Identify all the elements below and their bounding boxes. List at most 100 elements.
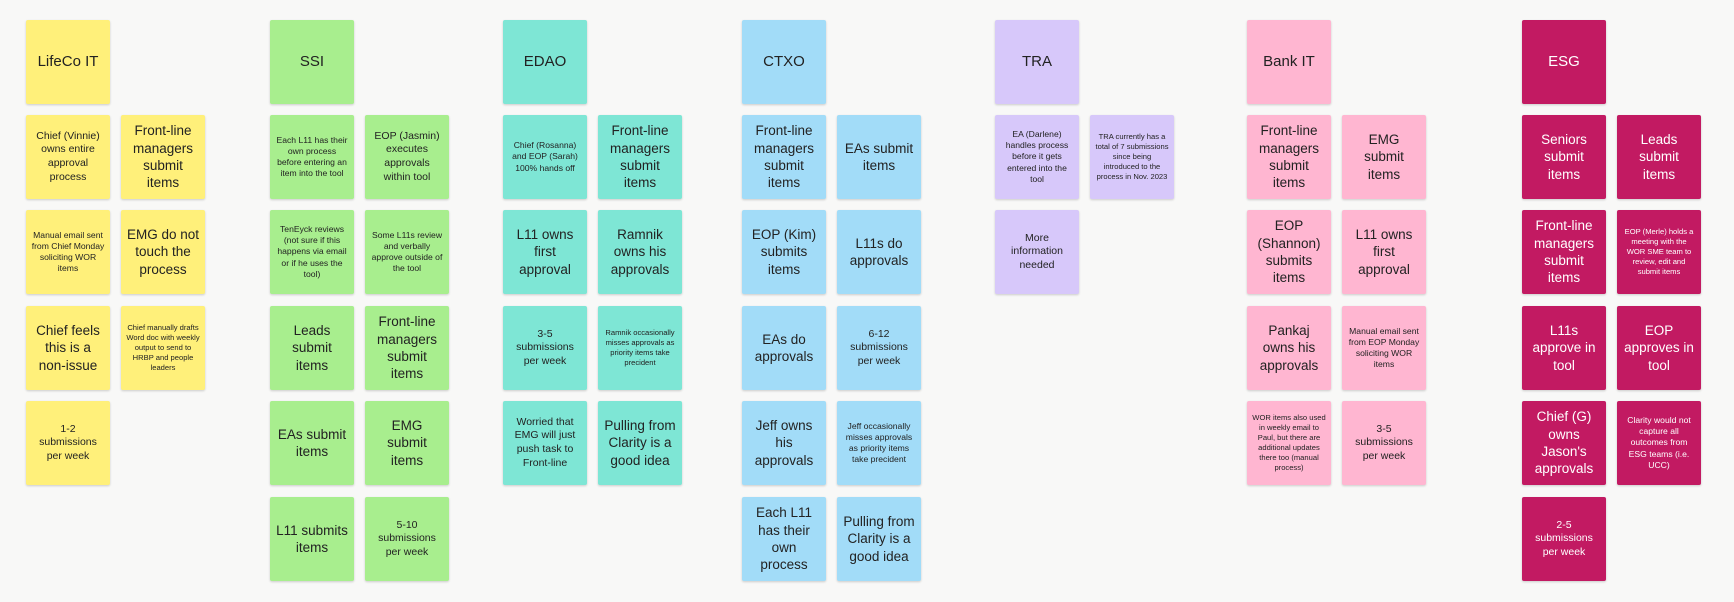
sticky-note-text: Pankaj owns his approvals bbox=[1259, 323, 1319, 373]
sticky-note-edao[interactable]: Ramnik occasionally misses approvals as … bbox=[598, 306, 682, 390]
sticky-note-text: 6-12 submissions per week bbox=[850, 327, 908, 367]
group-header-label: Bank IT bbox=[1263, 53, 1315, 70]
group-header-label: CTXO bbox=[763, 53, 805, 70]
sticky-note-ssi[interactable]: EMG submit items bbox=[365, 401, 449, 485]
sticky-note-ssi[interactable]: Each L11 has their own process before en… bbox=[270, 115, 354, 199]
sticky-note-ssi[interactable]: EOP (Jasmin) executes approvals within t… bbox=[365, 115, 449, 199]
sticky-note-text: Chief (Vinnie) owns entire approval proc… bbox=[36, 129, 100, 183]
sticky-note-text: Manual email sent from EOP Monday solici… bbox=[1348, 325, 1420, 370]
sticky-note-ctxo[interactable]: EOP (Kim) submits items bbox=[742, 210, 826, 294]
sticky-note-bank-it[interactable]: Manual email sent from EOP Monday solici… bbox=[1342, 306, 1426, 390]
sticky-note-ctxo[interactable]: Each L11 has their own process bbox=[742, 497, 826, 581]
sticky-note-ssi[interactable]: TenEyck reviews (not sure if this happen… bbox=[270, 210, 354, 294]
sticky-note-esg[interactable]: Chief (G) owns Jason's approvals bbox=[1522, 401, 1606, 485]
sticky-note-edao[interactable]: Pulling from Clarity is a good idea bbox=[598, 401, 682, 485]
group-header-ssi[interactable]: SSI bbox=[270, 20, 354, 104]
sticky-note-bank-it[interactable]: EOP (Shannon) submits items bbox=[1247, 210, 1331, 294]
sticky-note-ctxo[interactable]: L11s do approvals bbox=[837, 210, 921, 294]
sticky-note-ssi[interactable]: L11 submits items bbox=[270, 497, 354, 581]
sticky-note-ssi[interactable]: 5-10 submissions per week bbox=[365, 497, 449, 581]
sticky-note-text: TRA currently has a total of 7 submissio… bbox=[1095, 131, 1169, 182]
group-header-label: LifeCo IT bbox=[37, 53, 99, 70]
sticky-note-tra[interactable]: More information needed bbox=[995, 210, 1079, 294]
sticky-note-ctxo[interactable]: EAs do approvals bbox=[742, 306, 826, 390]
sticky-note-lifeco-it[interactable]: Manual email sent from Chief Monday soli… bbox=[26, 210, 110, 294]
sticky-note-text: 2-5 submissions per week bbox=[1535, 518, 1593, 558]
sticky-note-esg[interactable]: Front-line managers submit items bbox=[1522, 210, 1606, 294]
sticky-note-bank-it[interactable]: WOR items also used in weekly email to P… bbox=[1247, 401, 1331, 485]
sticky-note-text: L11 submits items bbox=[276, 522, 348, 555]
sticky-note-text: EOP (Shannon) submits items bbox=[1257, 218, 1321, 286]
sticky-note-text: Front-line managers submit items bbox=[1533, 218, 1595, 286]
sticky-note-text: Chief (Rosanna) and EOP (Sarah) 100% han… bbox=[512, 140, 578, 173]
sticky-note-ssi[interactable]: EAs submit items bbox=[270, 401, 354, 485]
sticky-note-text: Front-line managers submit items bbox=[753, 123, 815, 191]
sticky-note-esg[interactable]: Seniors submit items bbox=[1522, 115, 1606, 199]
sticky-note-text: Clarity would not capture all outcomes f… bbox=[1627, 415, 1691, 470]
sticky-note-text: Front-line managers submit items bbox=[376, 314, 438, 382]
sticky-note-edao[interactable]: Chief (Rosanna) and EOP (Sarah) 100% han… bbox=[503, 115, 587, 199]
sticky-note-lifeco-it[interactable]: Chief manually drafts Word doc with week… bbox=[121, 306, 205, 390]
sticky-note-lifeco-it[interactable]: Chief feels this is a non-issue bbox=[26, 306, 110, 390]
sticky-note-ssi[interactable]: Leads submit items bbox=[270, 306, 354, 390]
sticky-note-ctxo[interactable]: Jeff owns his approvals bbox=[742, 401, 826, 485]
group-header-edao[interactable]: EDAO bbox=[503, 20, 587, 104]
sticky-note-edao[interactable]: Ramnik owns his approvals bbox=[598, 210, 682, 294]
sticky-note-esg[interactable]: 2-5 submissions per week bbox=[1522, 497, 1606, 581]
sticky-note-text: EOP (Merle) holds a meeting with the WOR… bbox=[1624, 226, 1694, 277]
sticky-note-text: L11 owns first approval bbox=[516, 227, 574, 277]
sticky-note-ssi[interactable]: Front-line managers submit items bbox=[365, 306, 449, 390]
group-header-lifeco-it[interactable]: LifeCo IT bbox=[26, 20, 110, 104]
sticky-note-text: Pulling from Clarity is a good idea bbox=[843, 514, 915, 564]
sticky-note-text: Jeff owns his approvals bbox=[754, 418, 814, 468]
sticky-note-text: Leads submit items bbox=[292, 323, 332, 373]
sticky-note-esg[interactable]: L11s approve in tool bbox=[1522, 306, 1606, 390]
sticky-note-bank-it[interactable]: Pankaj owns his approvals bbox=[1247, 306, 1331, 390]
sticky-note-text: L11s approve in tool bbox=[1532, 323, 1596, 373]
sticky-note-lifeco-it[interactable]: Chief (Vinnie) owns entire approval proc… bbox=[26, 115, 110, 199]
sticky-note-ssi[interactable]: Some L11s review and verbally approve ou… bbox=[365, 210, 449, 294]
sticky-note-text: 1-2 submissions per week bbox=[39, 422, 97, 462]
group-header-label: SSI bbox=[299, 53, 325, 70]
sticky-note-text: L11s do approvals bbox=[849, 235, 909, 268]
sticky-note-ctxo[interactable]: Jeff occasionally misses approvals as pr… bbox=[837, 401, 921, 485]
sticky-note-text: EMG submit items bbox=[1364, 132, 1404, 182]
sticky-note-lifeco-it[interactable]: EMG do not touch the process bbox=[121, 210, 205, 294]
sticky-note-edao[interactable]: 3-5 submissions per week bbox=[503, 306, 587, 390]
sticky-note-text: EMG submit items bbox=[387, 418, 427, 468]
sticky-note-edao[interactable]: Worried that EMG will just push task to … bbox=[503, 401, 587, 485]
sticky-note-ctxo[interactable]: EAs submit items bbox=[837, 115, 921, 199]
sticky-note-tra[interactable]: TRA currently has a total of 7 submissio… bbox=[1090, 115, 1174, 199]
sticky-note-ctxo[interactable]: 6-12 submissions per week bbox=[837, 306, 921, 390]
sticky-note-esg[interactable]: EOP (Merle) holds a meeting with the WOR… bbox=[1617, 210, 1701, 294]
sticky-note-bank-it[interactable]: 3-5 submissions per week bbox=[1342, 401, 1426, 485]
sticky-note-tra[interactable]: EA (Darlene) handles process before it g… bbox=[995, 115, 1079, 199]
sticky-note-text: 5-10 submissions per week bbox=[378, 518, 436, 558]
sticky-note-text: Front-line managers submit items bbox=[609, 123, 671, 191]
sticky-note-esg[interactable]: EOP approves in tool bbox=[1617, 306, 1701, 390]
sticky-note-lifeco-it[interactable]: 1-2 submissions per week bbox=[26, 401, 110, 485]
sticky-note-bank-it[interactable]: EMG submit items bbox=[1342, 115, 1426, 199]
sticky-note-text: EOP approves in tool bbox=[1624, 323, 1694, 373]
sticky-note-text: L11 owns first approval bbox=[1355, 227, 1413, 277]
sticky-note-edao[interactable]: L11 owns first approval bbox=[503, 210, 587, 294]
sticky-note-ctxo[interactable]: Pulling from Clarity is a good idea bbox=[837, 497, 921, 581]
sticky-note-esg[interactable]: Leads submit items bbox=[1617, 115, 1701, 199]
sticky-note-ctxo[interactable]: Front-line managers submit items bbox=[742, 115, 826, 199]
group-header-label: ESG bbox=[1548, 53, 1580, 70]
sticky-note-text: Front-line managers submit items bbox=[1258, 123, 1320, 191]
group-header-tra[interactable]: TRA bbox=[995, 20, 1079, 104]
sticky-note-text: More information needed bbox=[1011, 231, 1063, 271]
sticky-note-text: 3-5 submissions per week bbox=[1355, 422, 1413, 462]
sticky-note-edao[interactable]: Front-line managers submit items bbox=[598, 115, 682, 199]
group-header-ctxo[interactable]: CTXO bbox=[742, 20, 826, 104]
sticky-note-bank-it[interactable]: Front-line managers submit items bbox=[1247, 115, 1331, 199]
group-header-bank-it[interactable]: Bank IT bbox=[1247, 20, 1331, 104]
sticky-note-lifeco-it[interactable]: Front-line managers submit items bbox=[121, 115, 205, 199]
sticky-note-text: Chief (G) owns Jason's approvals bbox=[1534, 409, 1594, 477]
sticky-note-bank-it[interactable]: L11 owns first approval bbox=[1342, 210, 1426, 294]
sticky-note-esg[interactable]: Clarity would not capture all outcomes f… bbox=[1617, 401, 1701, 485]
sticky-note-text: Chief manually drafts Word doc with week… bbox=[126, 322, 200, 373]
group-header-esg[interactable]: ESG bbox=[1522, 20, 1606, 104]
